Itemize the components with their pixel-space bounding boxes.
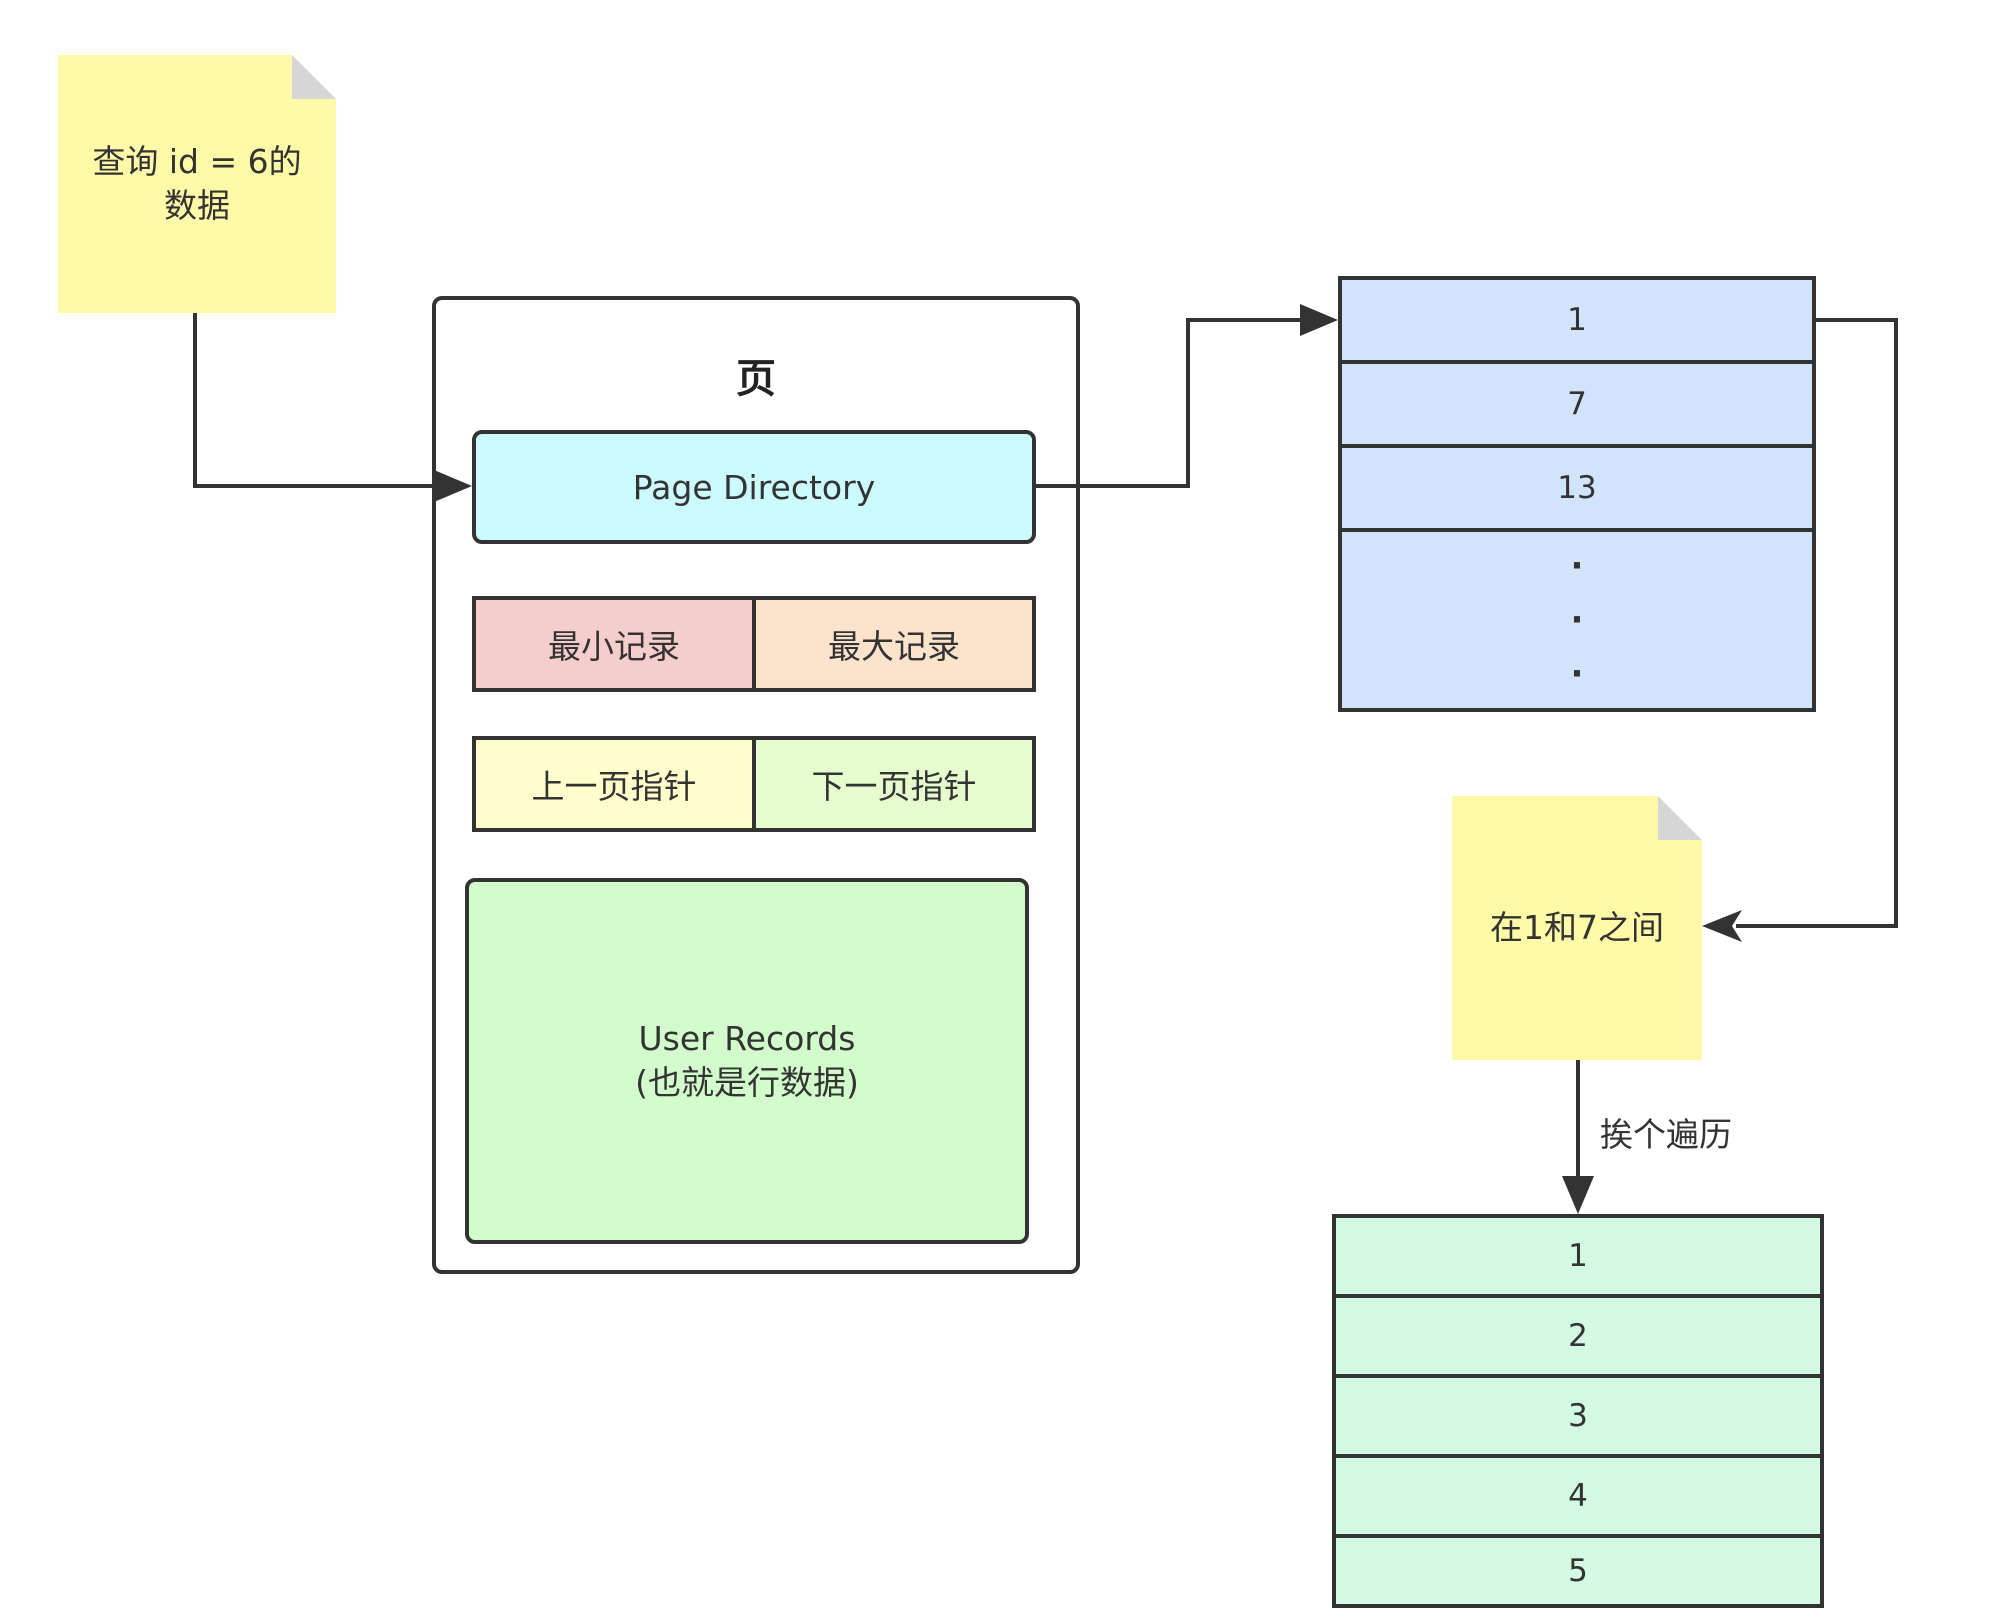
user-records-subtitle: (也就是行数据) (635, 1063, 859, 1102)
page-title: 页 (736, 356, 776, 402)
query-note-text: 查询 id = 6的 数据 (72, 140, 321, 228)
page-directory-box: Page Directory (472, 430, 1036, 544)
arrowhead-into-slots (1300, 304, 1338, 336)
user-records-box: User Records (也就是行数据) (465, 878, 1029, 1244)
prev-page-pointer-box: 上一页指针 (472, 736, 756, 832)
directory-slot: 13 (1338, 444, 1816, 532)
record-row: 2 (1332, 1294, 1824, 1378)
between-note: 在1和7之间 (1452, 796, 1702, 1060)
directory-slot: 7 (1338, 360, 1816, 448)
query-note-line1: 查询 id = 6的 (92, 142, 302, 181)
min-record-box: 最小记录 (472, 596, 756, 692)
traverse-label: 挨个遍历 (1600, 1115, 1732, 1154)
arrowhead-into-between-note (1702, 910, 1742, 942)
arrowhead-into-records (1562, 1176, 1594, 1214)
next-page-pointer-box: 下一页指针 (752, 736, 1036, 832)
user-records-title: User Records (638, 1019, 856, 1058)
query-note: 查询 id = 6的 数据 (58, 55, 336, 313)
max-record-box: 最大记录 (752, 596, 1036, 692)
between-note-text: 在1和7之间 (1490, 908, 1664, 947)
record-row: 5 (1332, 1534, 1824, 1608)
record-row: 3 (1332, 1374, 1824, 1458)
ellipsis-dot: · (1570, 600, 1584, 640)
ellipsis-dot: · (1570, 546, 1584, 586)
connector-query-to-directory (193, 313, 440, 488)
ellipsis-dot: · (1570, 654, 1584, 694)
note-fold-corner (292, 55, 336, 99)
directory-slot: 1 (1338, 276, 1816, 364)
directory-ellipsis: · · · (1338, 528, 1816, 712)
note-fold-corner (1658, 796, 1702, 840)
record-row: 4 (1332, 1454, 1824, 1538)
record-row: 1 (1332, 1214, 1824, 1298)
query-note-line2: 数据 (163, 186, 230, 225)
